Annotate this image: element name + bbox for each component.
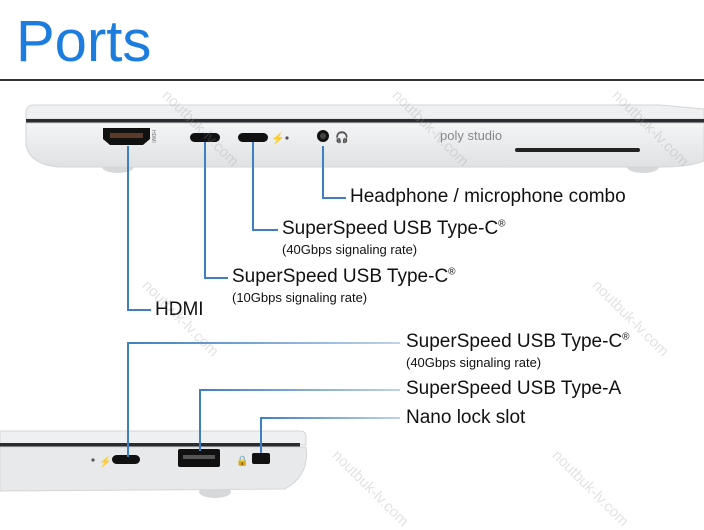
leader-line <box>199 389 201 451</box>
thunderbolt-icon: ⚡ <box>271 132 285 145</box>
status-led <box>285 136 289 140</box>
usb-c-port-40gbps <box>112 455 140 464</box>
leader-line <box>252 142 254 231</box>
laptop-right-side-illustration: ⚡ 🔒 <box>0 430 308 498</box>
leader-line <box>127 342 129 457</box>
hdmi-port-mark: HDMI <box>150 130 156 143</box>
label-usb-c-40gbps-right-detail: (40Gbps signaling rate) <box>406 355 542 370</box>
leader-line <box>199 389 400 391</box>
headphone-icon: 🎧 <box>335 131 349 144</box>
label-hdmi: HDMI <box>155 299 204 320</box>
laptop-left-side-illustration: ⚡ 🎧 <box>25 104 704 173</box>
leader-line <box>322 146 324 198</box>
status-led <box>91 458 95 462</box>
label-nano-lock: Nano lock slot <box>406 407 526 428</box>
lid-seam <box>0 443 300 447</box>
usb-c-port-10gbps <box>190 133 220 142</box>
lock-icon: 🔒 <box>236 455 248 467</box>
watermark: noutbuk-lv.com <box>328 446 412 530</box>
thunderbolt-icon: ⚡ <box>99 455 111 468</box>
label-audio-combo: Headphone / microphone combo <box>350 186 626 207</box>
lid-seam <box>26 119 704 123</box>
leader-line <box>260 417 262 453</box>
leader-line <box>127 342 400 344</box>
page-title: Ports <box>16 9 152 74</box>
label-usb-c-10gbps: SuperSpeed USB Type-C® <box>232 266 456 287</box>
leader-line <box>204 277 228 279</box>
hdmi-port <box>103 128 150 145</box>
label-usb-c-40gbps-detail: (40Gbps signaling rate) <box>282 242 418 257</box>
label-usb-c-40gbps: SuperSpeed USB Type-C® <box>282 218 506 239</box>
leader-line <box>322 197 346 199</box>
usb-c-port-40gbps <box>238 133 268 142</box>
brand-logo: poly studio <box>440 128 503 143</box>
leader-line <box>204 142 206 279</box>
leader-line <box>260 417 400 419</box>
leader-line <box>127 309 151 311</box>
nano-lock-slot <box>252 453 270 464</box>
leader-line <box>127 146 129 311</box>
title-divider <box>0 79 704 81</box>
label-usb-c-40gbps-right: SuperSpeed USB Type-C® <box>406 331 630 352</box>
label-usb-c-10gbps-detail: (10Gbps signaling rate) <box>232 290 368 305</box>
watermark: noutbuk-lv.com <box>548 446 632 530</box>
label-usb-a: SuperSpeed USB Type-A <box>406 378 622 399</box>
speaker-slot <box>515 148 640 152</box>
leader-line <box>252 229 278 231</box>
